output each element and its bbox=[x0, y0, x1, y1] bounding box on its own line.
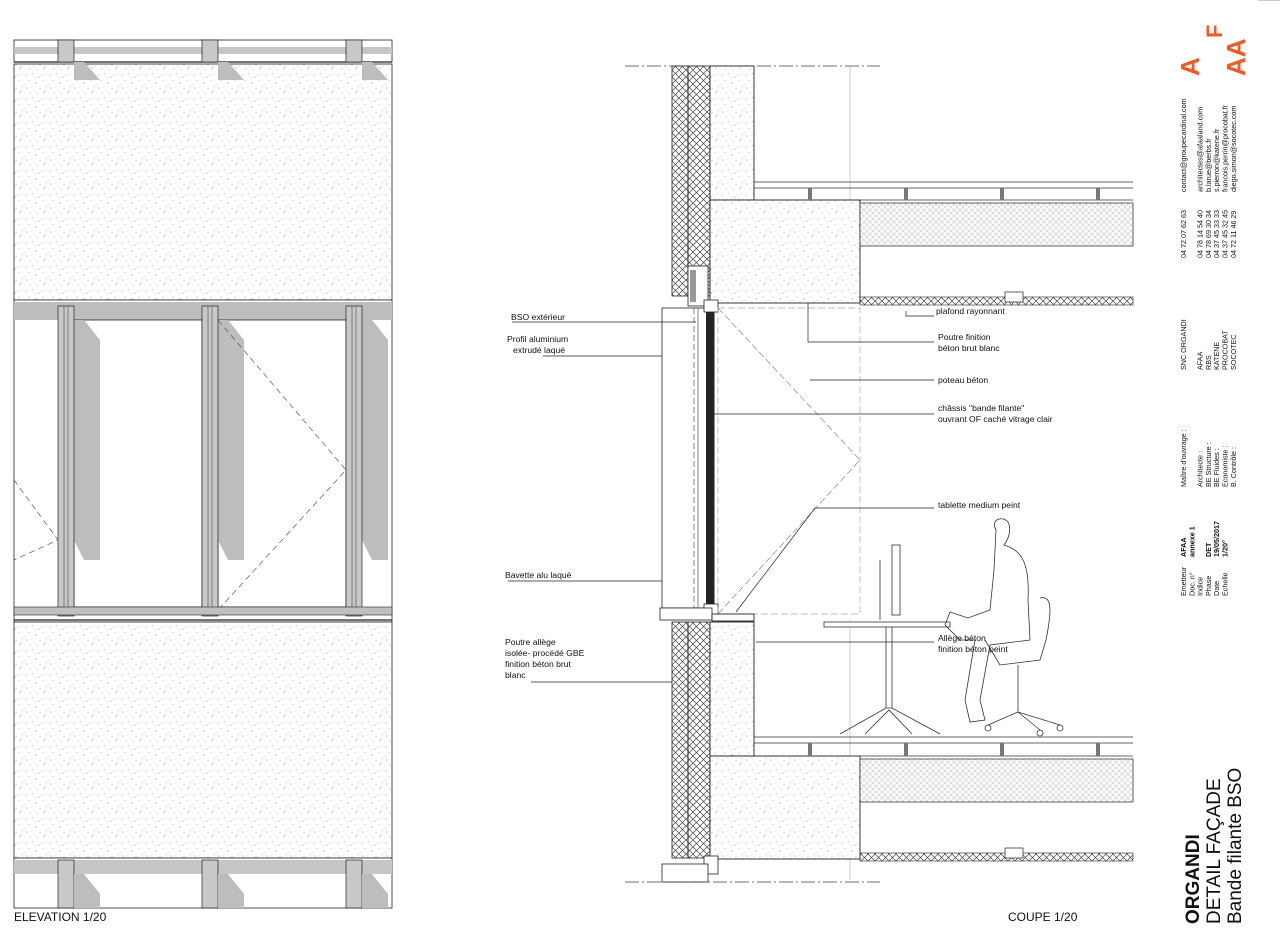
document-field-value: AFAA bbox=[1179, 537, 1188, 557]
label-plafond: plafond rayonnant bbox=[936, 306, 1005, 316]
role-label: Maître d'ouvrage : bbox=[1179, 429, 1188, 487]
drawing-title-1: DETAIL FAÇADE bbox=[1204, 778, 1225, 924]
contact-email: francois.perrin@procobat.fr bbox=[1221, 104, 1230, 192]
section-view: BSO extérieur Profil aluminium extrudé l… bbox=[505, 65, 1134, 924]
company-name: RBS bbox=[1204, 355, 1213, 370]
contact-phone: 04 78 14 54 40 bbox=[1196, 210, 1205, 258]
contact-emails: contact@groupecardinal.com architectes@af… bbox=[1179, 98, 1238, 192]
label-poutre-allege-1: Poutre allège bbox=[505, 637, 556, 647]
document-field-label: Doc. n° bbox=[1187, 572, 1196, 596]
lower-insulation bbox=[671, 621, 689, 859]
project-name: ORGANDI bbox=[1183, 834, 1204, 924]
svg-text:F: F bbox=[1202, 25, 1227, 38]
label-allege-2: finition béton peint bbox=[938, 644, 1008, 654]
document-field-label: Emetteur bbox=[1179, 566, 1188, 596]
svg-text:AA: AA bbox=[1221, 38, 1251, 76]
label-poutre-allege-4: blanc bbox=[505, 670, 526, 680]
company-name: SOCOTEC bbox=[1229, 334, 1238, 370]
document-field-value: annexe 1 bbox=[1187, 526, 1196, 557]
label-poteau: poteau béton bbox=[938, 375, 988, 385]
label-profil-1: Profil aluminium bbox=[507, 334, 568, 344]
label-allege-1: Allège béton bbox=[938, 633, 986, 643]
company-name: AFAA bbox=[1196, 351, 1205, 370]
contact-email: contact@groupecardinal.com bbox=[1179, 98, 1188, 192]
label-bavette: Bavette alu laqué bbox=[505, 570, 572, 580]
document-field-label: Phase bbox=[1204, 576, 1213, 596]
company-name: PROCOBAT bbox=[1221, 330, 1230, 370]
afaa-logo: A F AA bbox=[1175, 25, 1251, 76]
role-label: BE Fluides : bbox=[1212, 448, 1221, 487]
lower-concrete-allege bbox=[709, 621, 755, 757]
contact-email: architectes@afaaland.com bbox=[1196, 107, 1205, 192]
label-profil-2: extrudé laqué bbox=[513, 345, 565, 355]
document-field-label: Indice bbox=[1196, 577, 1205, 596]
label-poutre-finition-2: béton brut blanc bbox=[938, 343, 1000, 353]
section-caption: COUPE 1/20 bbox=[1008, 910, 1078, 924]
role-list: Maître d'ouvrage : Architecte :BE Structu… bbox=[1179, 429, 1238, 487]
contact-email: s.pierron@katene.fr bbox=[1212, 128, 1221, 192]
elevation-view: ELEVATION 1/20 bbox=[13, 39, 393, 924]
contact-email: b.larue@berbs.fr bbox=[1204, 138, 1213, 192]
document-field-label: Date bbox=[1212, 581, 1221, 596]
label-poutre-allege-2: isolée- procédé GBE bbox=[505, 648, 585, 658]
upper-concrete-beam bbox=[709, 65, 755, 201]
label-bso: BSO extérieur bbox=[511, 312, 565, 322]
desk-with-person-icon bbox=[823, 518, 1064, 737]
contact-email: diego.simon@socotec.com bbox=[1229, 106, 1238, 192]
elevation-concrete-lower bbox=[13, 621, 393, 859]
upper-insulation bbox=[671, 65, 689, 297]
contact-phone: 04 37 45 32 45 bbox=[1221, 210, 1230, 258]
company-name: SNC ORGANDI bbox=[1179, 319, 1188, 370]
label-poutre-allege-3: finition béton brut bbox=[505, 659, 572, 669]
role-label: BE Structure : bbox=[1204, 442, 1213, 487]
company-name: KATENE bbox=[1212, 342, 1221, 370]
document-field-value: 19/05/2017 bbox=[1212, 521, 1221, 557]
role-label: Architecte : bbox=[1196, 451, 1205, 487]
svg-text:A: A bbox=[1175, 57, 1205, 76]
elevation-concrete-upper bbox=[13, 63, 393, 301]
label-poutre-finition-1: Poutre finition bbox=[938, 332, 991, 342]
label-tablette: tablette medium peint bbox=[938, 500, 1021, 510]
title-block: A F AA contact@groupecardinal.com archite… bbox=[1175, 0, 1280, 924]
contact-phone: 04 72 07 62 63 bbox=[1179, 210, 1188, 258]
contact-phone: 04 37 45 33 33 bbox=[1212, 210, 1221, 258]
label-chassis-2: ouvrant OF caché vitrage clair bbox=[938, 414, 1053, 424]
role-label: Economiste : bbox=[1221, 445, 1230, 487]
contact-phone: 04 72 11 46 29 bbox=[1229, 211, 1238, 258]
document-field-label: Echelle bbox=[1221, 572, 1230, 596]
label-chassis-1: châssis "bande filante" bbox=[938, 403, 1024, 413]
role-label: B. Contrôle : bbox=[1229, 447, 1238, 487]
document-field-value: DET bbox=[1204, 542, 1213, 557]
elevation-caption: ELEVATION 1/20 bbox=[14, 910, 107, 924]
drawing-title-2: Bande filante BSO bbox=[1225, 768, 1246, 924]
document-field-value: 1/20° bbox=[1221, 540, 1230, 557]
contact-phone: 04 78 69 30 34 bbox=[1204, 210, 1213, 258]
